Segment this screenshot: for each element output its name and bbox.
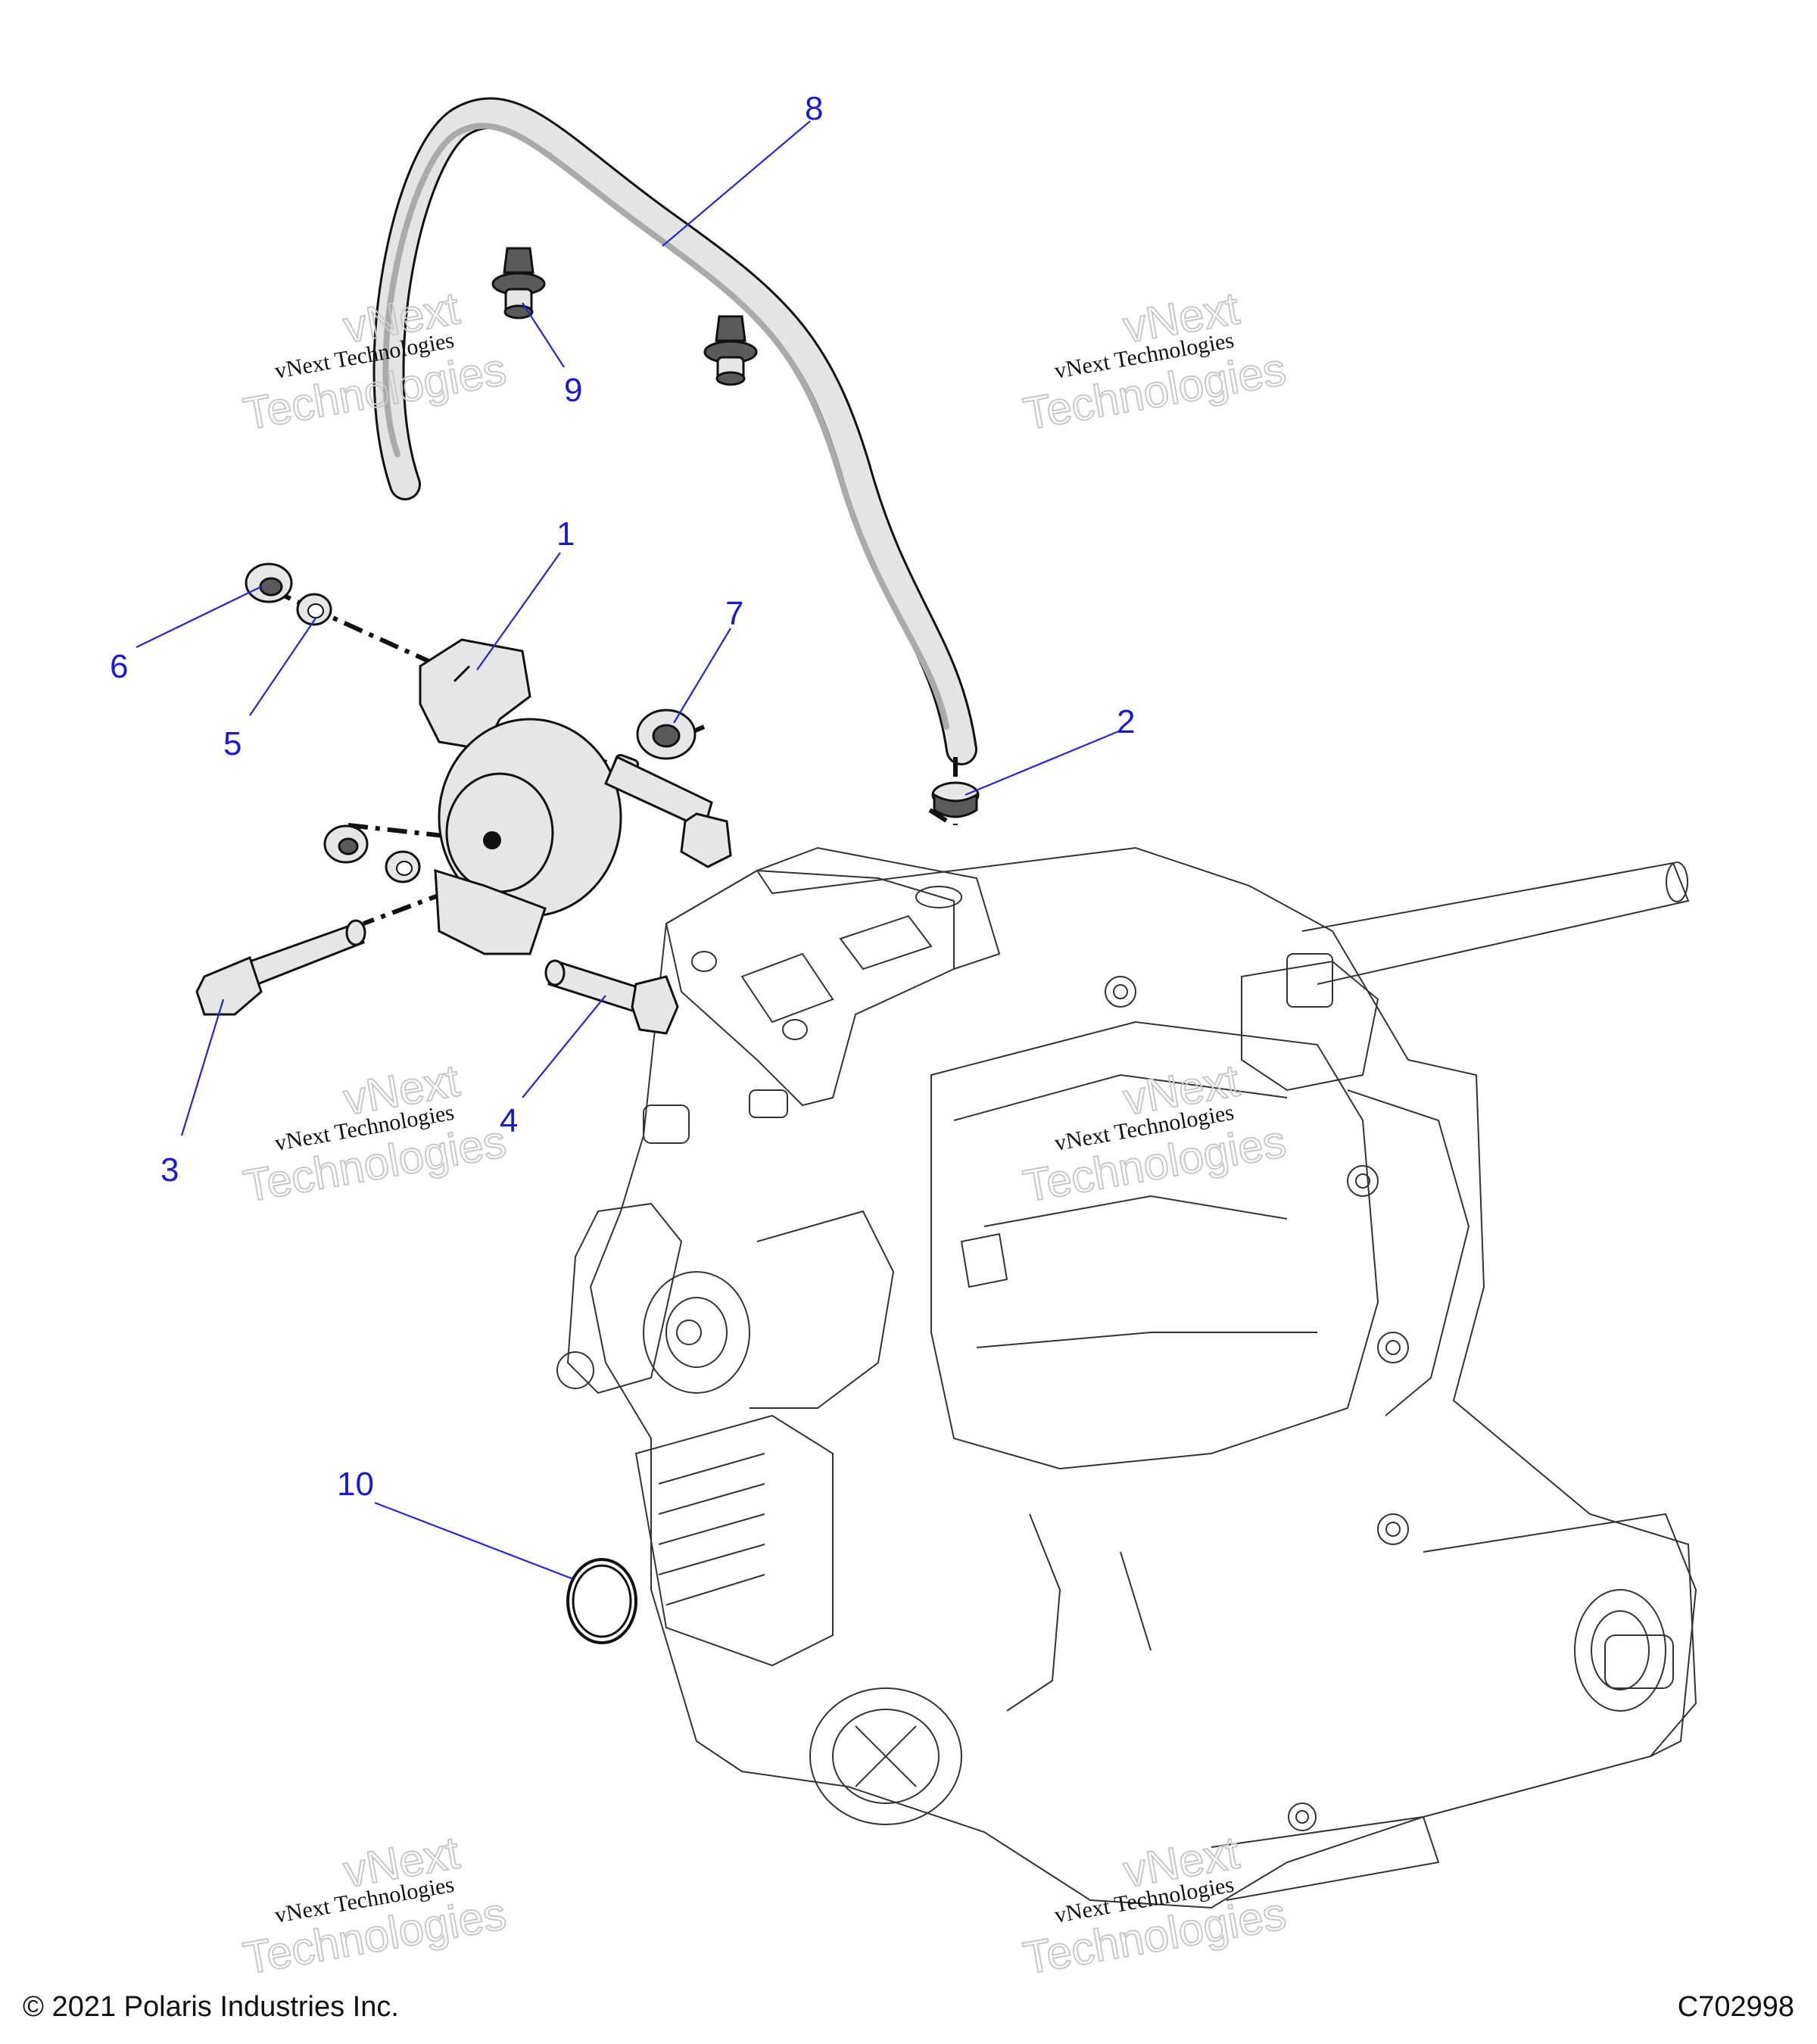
leader-3 (180, 999, 225, 1136)
flange-nut-lower (323, 824, 369, 864)
callout-2: 2 (1117, 703, 1135, 740)
callout-6: 6 (110, 648, 128, 685)
watermark-3: vNext Technologies vNext Technologies (239, 1054, 511, 1212)
push-rivet-left (491, 247, 546, 319)
transmission-outline (556, 846, 1697, 1909)
leader-10 (374, 1501, 572, 1580)
flange-nut-6 (245, 562, 293, 603)
callout-8: 8 (805, 90, 823, 127)
watermark-group: vNext Technologies vNext Technologies vN… (239, 282, 1291, 1984)
leader-4 (522, 995, 606, 1098)
callout-4: 4 (500, 1102, 518, 1139)
callout-10: 10 (337, 1466, 374, 1503)
diagram-code: C702998 (1677, 1991, 1794, 2023)
callout-7: 7 (725, 595, 743, 632)
washer-5 (296, 593, 332, 626)
callout-5: 5 (223, 725, 242, 762)
vent-hose (372, 97, 977, 765)
callout-labels: 1 2 3 4 5 6 7 8 9 10 (110, 90, 1135, 1503)
cover-bolts (1105, 976, 1409, 1831)
speed-sensor-housing (419, 638, 622, 955)
leader-8 (662, 120, 811, 247)
leader-lines (136, 120, 1121, 1580)
watermark-6: vNext Technologies vNext Technologies (1019, 1826, 1291, 1984)
watermark-4: vNext Technologies vNext Technologies (1019, 1054, 1291, 1212)
watermark-2: vNext Technologies vNext Technologies (1019, 282, 1291, 440)
hex-bolt-upper (604, 753, 732, 868)
leader-1 (476, 552, 561, 671)
leader-9 (522, 302, 565, 368)
washer-lower (385, 850, 421, 883)
push-rivet-right (703, 315, 758, 386)
leader-2 (965, 729, 1121, 796)
leader-6 (136, 586, 262, 648)
callout-3: 3 (161, 1151, 179, 1189)
watermark-1: vNext Technologies vNext Technologies (239, 282, 511, 440)
callout-1: 1 (556, 516, 575, 553)
oring-10 (566, 1558, 637, 1644)
callout-9: 9 (564, 372, 582, 409)
hose-clamp (928, 757, 980, 825)
watermark-5: vNext Technologies vNext Technologies (239, 1826, 511, 1984)
leader-5 (249, 616, 317, 716)
hex-bolt-3 (195, 919, 366, 1016)
hex-bolt-4 (544, 959, 679, 1035)
copyright-text: © 2021 Polaris Industries Inc. (23, 1991, 399, 2023)
leader-7 (673, 628, 731, 724)
flange-nut-7 (636, 709, 697, 760)
